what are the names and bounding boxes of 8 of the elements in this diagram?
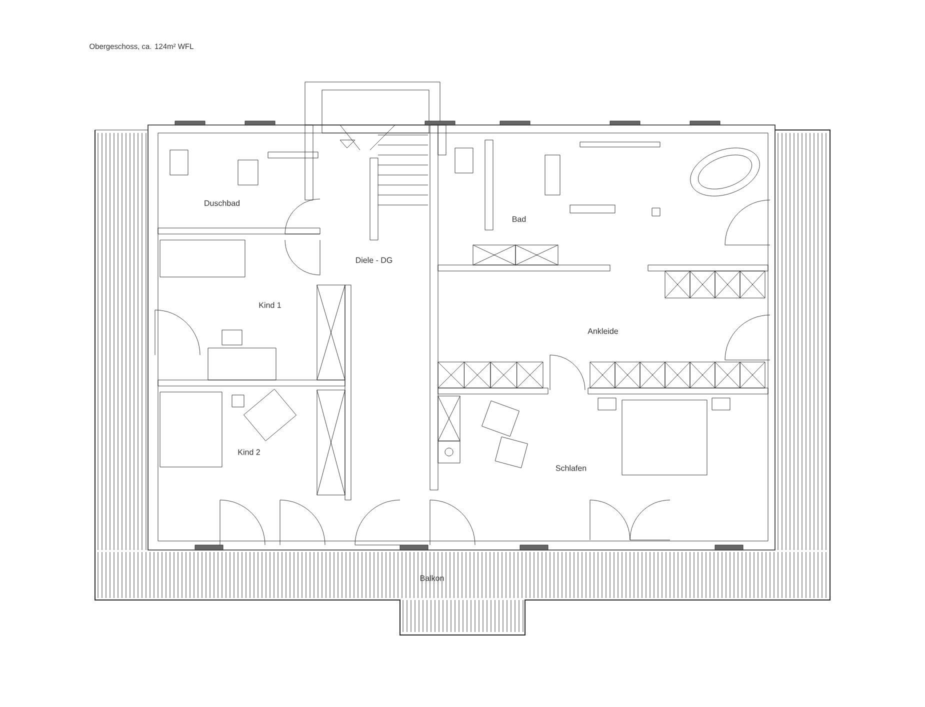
room-label: Ankleide xyxy=(588,328,618,334)
room-label: Kind 2 xyxy=(238,449,260,455)
room-label: Kind 1 xyxy=(259,302,281,308)
room-label: Balkon xyxy=(420,575,444,581)
room-label: Duschbad xyxy=(204,200,240,206)
room-label: Diele - DG xyxy=(356,257,392,263)
room-label: Bad xyxy=(512,216,526,222)
room-label: Schlafen xyxy=(556,465,586,471)
